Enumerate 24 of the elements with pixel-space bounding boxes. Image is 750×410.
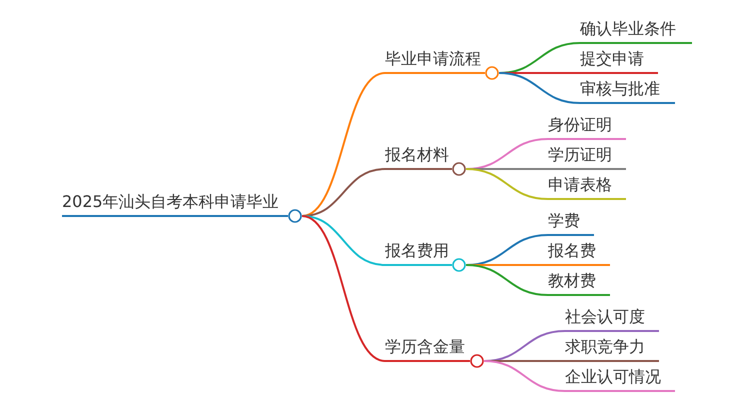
leaf-topic: 学费 bbox=[548, 210, 594, 236]
branch-topic: 毕业申请流程 bbox=[385, 48, 485, 74]
leaf-topic: 学历证明 bbox=[548, 144, 626, 170]
branch-line bbox=[498, 72, 580, 104]
root-topic: 2025年汕头自考本科申请毕业 bbox=[62, 191, 288, 217]
leaf-topic: 社会认可度 bbox=[565, 306, 659, 332]
branch-line bbox=[484, 360, 566, 392]
branch-line bbox=[466, 168, 548, 200]
branch-line bbox=[466, 264, 548, 296]
branch-topic: 学历含金量 bbox=[385, 336, 470, 362]
leaf-topic: 报名费 bbox=[548, 240, 610, 266]
leaf-topic: 身份证明 bbox=[548, 114, 626, 140]
leaf-topic: 求职竞争力 bbox=[565, 336, 659, 362]
branch-topic: 报名材料 bbox=[385, 144, 452, 170]
branch-topic: 报名费用 bbox=[385, 240, 452, 266]
leaf-topic: 企业认可情况 bbox=[565, 366, 675, 392]
leaf-topic: 教材费 bbox=[548, 270, 610, 296]
leaf-topic: 提交申请 bbox=[580, 48, 658, 74]
branch-line bbox=[302, 215, 386, 362]
leaf-topic: 申请表格 bbox=[548, 174, 626, 200]
branch-line bbox=[302, 72, 386, 217]
branch-line bbox=[302, 215, 386, 266]
leaf-topic: 确认毕业条件 bbox=[580, 18, 692, 44]
leaf-topic: 审核与批准 bbox=[580, 78, 675, 104]
